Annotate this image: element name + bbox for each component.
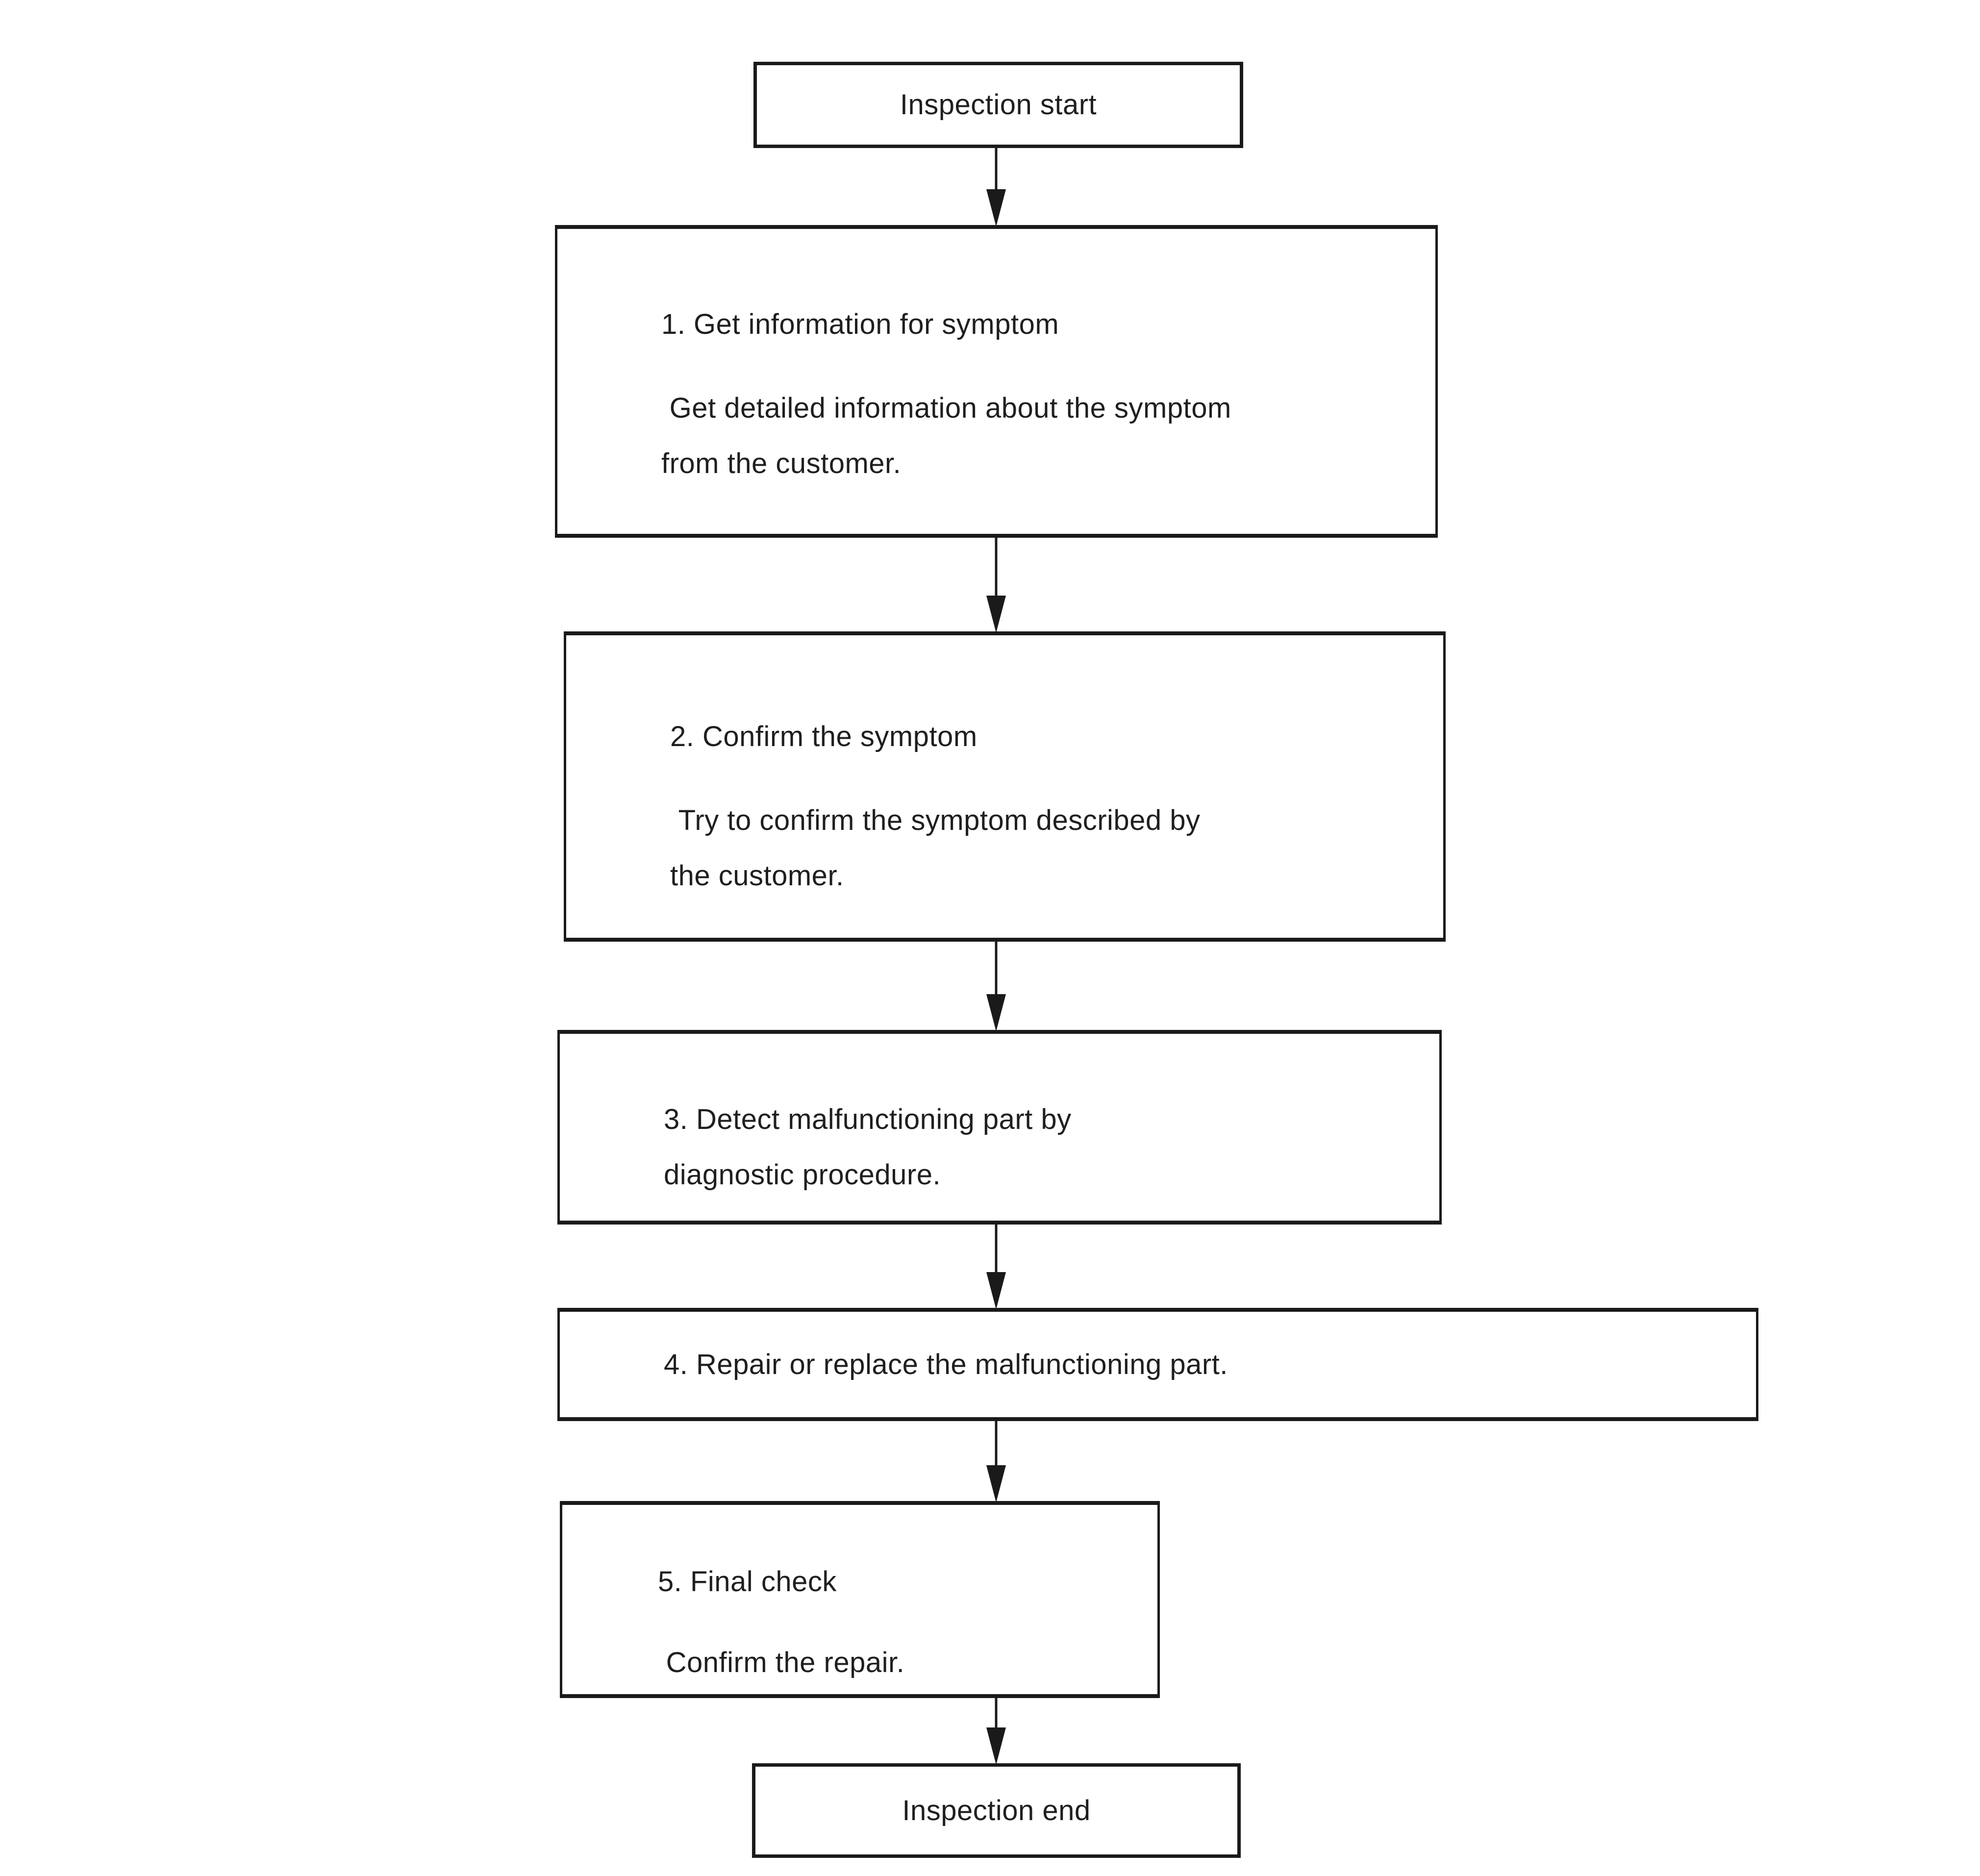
node-inspection-end: Inspection end: [752, 1763, 1241, 1858]
arrow-down-icon: [986, 994, 1006, 1031]
arrow-down-icon: [986, 1272, 1006, 1309]
step-heading: 5. Final check: [658, 1566, 837, 1598]
arrow-down-icon: [986, 1465, 1006, 1502]
arrow-down-icon: [986, 596, 1006, 633]
arrow-line: [995, 941, 998, 999]
step-heading: 2. Confirm the symptom: [670, 721, 977, 752]
step-body: Get detailed information about the sympt…: [661, 392, 1231, 480]
node-step-4-repair-or-replace: 4. Repair or replace the malfunctioning …: [557, 1308, 1758, 1421]
arrow-down-icon: [986, 189, 1006, 226]
flow-connector-step1-to-step2: [984, 537, 1008, 633]
flow-connector-start-to-step1: [984, 147, 1008, 226]
step-heading: 4. Repair or replace the malfunctioning …: [664, 1348, 1228, 1380]
node-inspection-start: Inspection start: [753, 62, 1243, 148]
arrow-line: [995, 147, 998, 194]
node-label: Inspection start: [900, 89, 1097, 121]
flow-connector-step5-to-end: [984, 1697, 1008, 1765]
node-label: Inspection end: [902, 1794, 1091, 1826]
arrow-line: [995, 1224, 998, 1277]
arrow-line: [995, 537, 998, 600]
arrow-down-icon: [986, 1727, 1006, 1765]
flow-connector-step2-to-step3: [984, 941, 1008, 1031]
node-step-5-final-check: 5. Final check Confirm the repair.: [560, 1501, 1160, 1698]
node-step-3-detect-malfunction: 3. Detect malfunctioning part by diagnos…: [557, 1030, 1442, 1225]
node-step-1-get-information: 1. Get information for symptom Get detai…: [555, 225, 1438, 538]
step-heading: 1. Get information for symptom: [661, 308, 1059, 340]
arrow-line: [995, 1420, 998, 1470]
step-body: Confirm the repair.: [658, 1647, 905, 1679]
flow-connector-step4-to-step5: [984, 1420, 1008, 1502]
arrow-line: [995, 1697, 998, 1732]
step-heading: 3. Detect malfunctioning part by diagnos…: [664, 1103, 1072, 1191]
node-step-2-confirm-symptom: 2. Confirm the symptom Try to confirm th…: [564, 631, 1446, 942]
step-body: Try to confirm the symptom described by …: [670, 804, 1201, 892]
flow-connector-step3-to-step4: [984, 1224, 1008, 1309]
